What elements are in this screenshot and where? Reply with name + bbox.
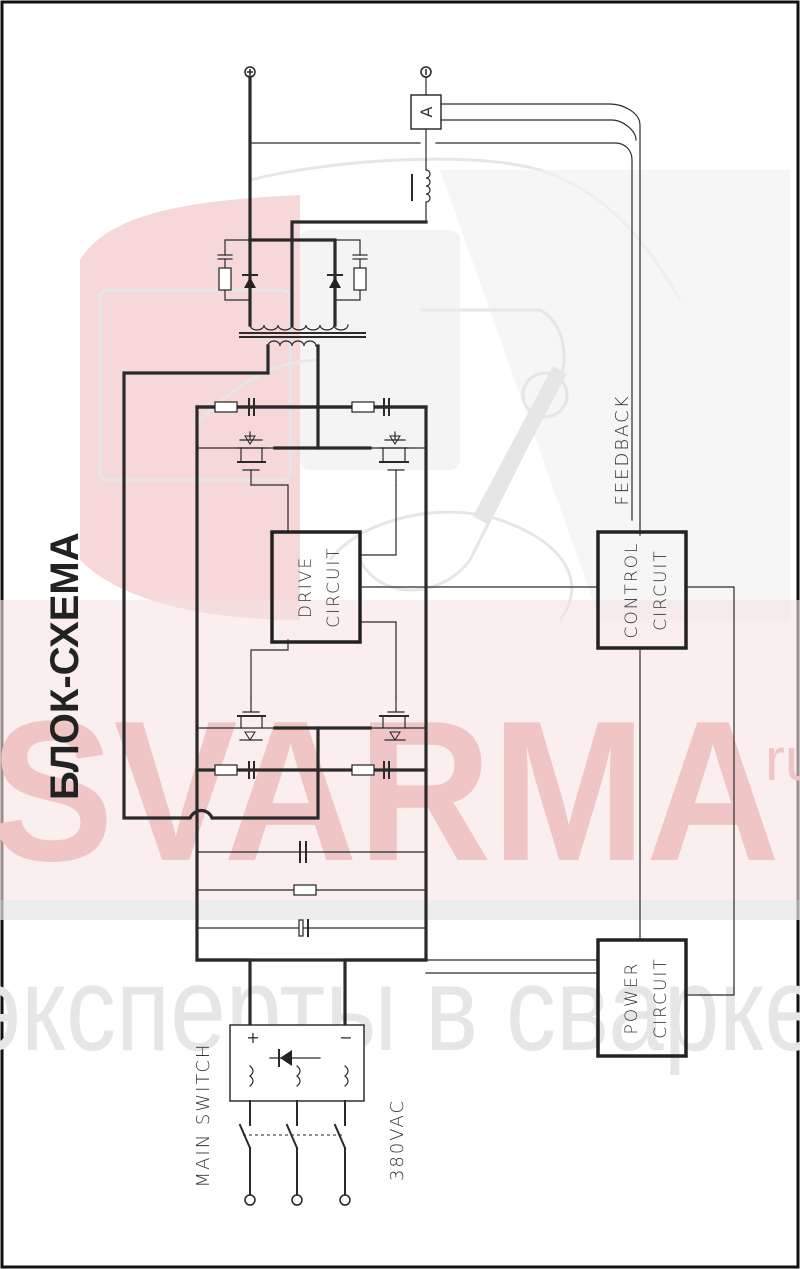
output-rectifier <box>217 238 368 327</box>
filter-capacitor-icon <box>298 919 304 937</box>
bleeder-resistor-icon <box>293 884 317 896</box>
diagram-title: БЛОК-СХЕМА <box>43 532 87 800</box>
igbt-icon <box>237 431 266 486</box>
input-minus-label: − <box>339 1028 352 1047</box>
input-rectifier-block: + − <box>229 1024 365 1102</box>
input-terminal-icon <box>339 1194 351 1206</box>
rectifier-diode-icon <box>244 277 256 288</box>
igbt-icon <box>237 697 266 741</box>
power-circuit-label-line1: POWER <box>622 962 642 1035</box>
output-terminals <box>244 66 432 78</box>
output-inductor-icon <box>411 159 431 223</box>
control-circuit-label-line1: CONTROL <box>622 541 642 638</box>
control-circuit-label-line2: CIRCUIT <box>651 549 671 631</box>
watermark: SVARMA ru эксперты в сварке <box>0 157 800 1076</box>
ammeter-icon <box>410 94 442 130</box>
input-terminal-icon <box>244 1194 256 1206</box>
transformer-icon <box>239 324 366 347</box>
input-plus-label: + <box>246 1028 259 1047</box>
main-switch-label: MAIN SWITCH <box>193 1043 214 1188</box>
igbt-icon <box>379 697 409 741</box>
watermark-suffix: ru <box>765 726 800 793</box>
input-terminal-icon <box>291 1194 303 1206</box>
feedback-label: FEEDBACK <box>612 394 633 505</box>
welding-helmet-logo <box>80 157 790 621</box>
ammeter-label: A <box>417 106 436 117</box>
power-circuit-block: POWER CIRCUIT <box>596 938 688 1058</box>
rectifier-diode-icon <box>329 277 341 288</box>
watermark-brand: SVARMA <box>0 680 780 903</box>
inverter-bridge <box>195 398 428 962</box>
watermark-tagline: эксперты в сварке <box>0 942 800 1076</box>
drive-circuit-label-line2: CIRCUIT <box>324 546 344 628</box>
drive-circuit-block: DRIVE CIRCUIT <box>270 530 362 644</box>
power-circuit-label-line2: CIRCUIT <box>651 957 671 1039</box>
drive-circuit-label-line1: DRIVE <box>296 556 316 618</box>
main-switch-icon <box>238 1100 351 1206</box>
igbt-icon <box>379 431 409 486</box>
input-voltage-label: 380VAC <box>387 1099 408 1181</box>
control-circuit-block: CONTROL CIRCUIT <box>596 530 688 650</box>
